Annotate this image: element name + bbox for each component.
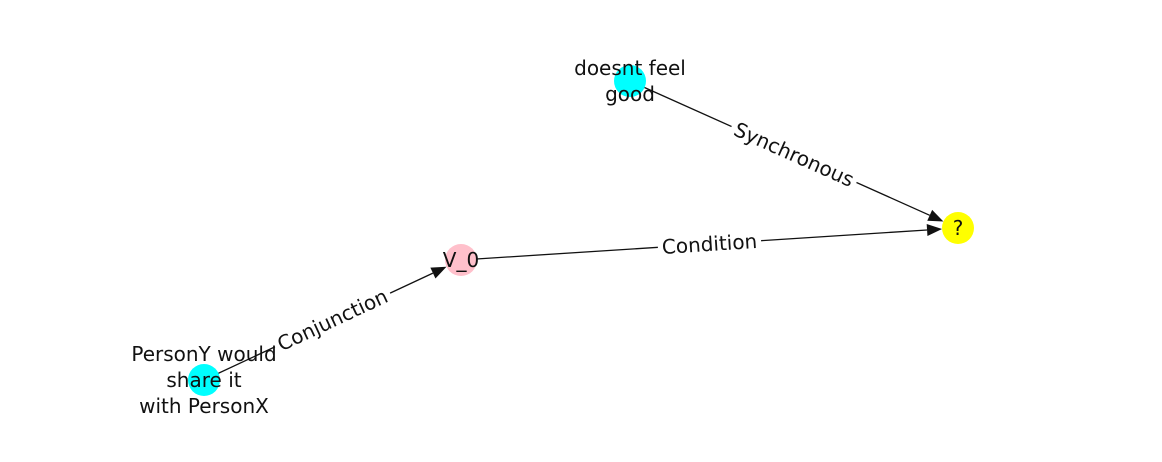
node-circle [188, 364, 220, 396]
node-label-line: V_0 [443, 248, 479, 272]
edge-label-background [726, 114, 862, 195]
node-label-line: with PersonX [139, 394, 269, 418]
arrowhead-icon [927, 209, 944, 222]
node-v-0 [445, 244, 477, 276]
arrowhead-icon [430, 266, 447, 279]
node-label-line: ? [953, 216, 964, 240]
edge-label-background [657, 227, 762, 261]
node-label-line: doesnt feel [574, 56, 686, 80]
node- [942, 212, 974, 244]
node-doesnt-feel-good [614, 65, 646, 97]
node-circle [445, 244, 477, 276]
node-circle [614, 65, 646, 97]
arrowhead-icon [926, 224, 943, 236]
edge-label-conjunction: Conjunction [269, 281, 396, 359]
edge-label-condition: Condition [657, 227, 762, 261]
nodes-layer [188, 65, 974, 396]
node-label-line: good [605, 82, 655, 106]
node-circle [942, 212, 974, 244]
edge-label-background [269, 281, 396, 359]
edge-label-text: Conjunction [273, 284, 391, 356]
node-persony-would-share-it-with-personx [188, 364, 220, 396]
node-label-line: share it [166, 368, 241, 392]
edge-label-text: Synchronous [730, 117, 857, 192]
edge-label-synchronous: Synchronous [726, 114, 862, 195]
node-label-line: PersonY would [131, 342, 276, 366]
